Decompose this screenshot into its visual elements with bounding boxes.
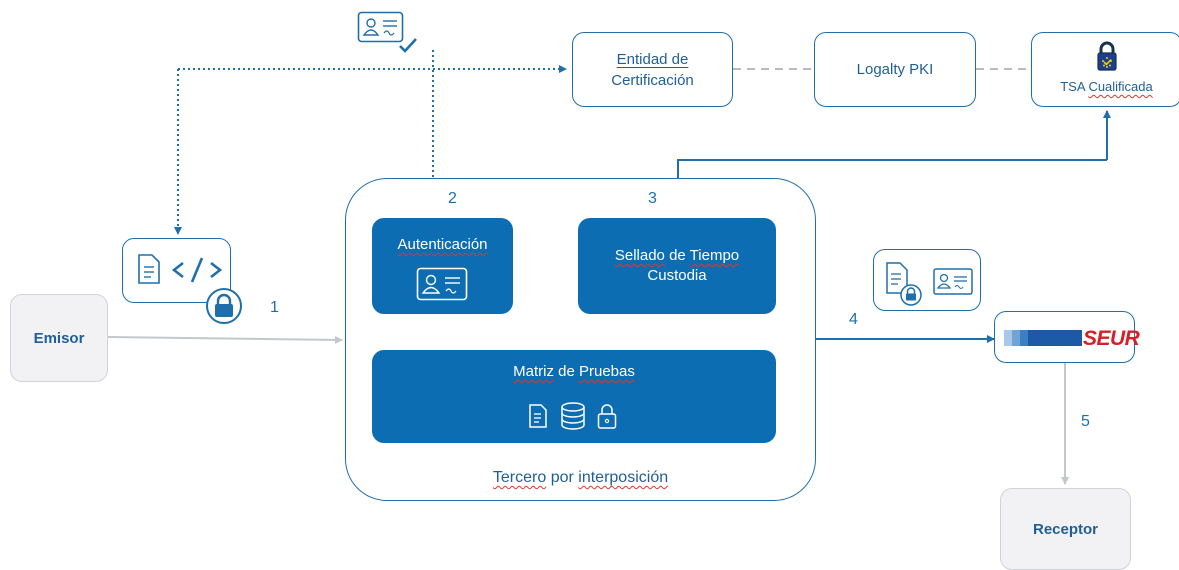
sellado-tiempo-label: Sellado de Tiempo xyxy=(614,247,740,264)
document-icon xyxy=(138,254,160,284)
sellado-tiempo-node: Sellado de Tiempo Custodia xyxy=(578,218,776,314)
seur-stripes xyxy=(1004,330,1082,346)
tsa-cualificada-node: TSA Cualificada xyxy=(1031,32,1179,107)
padlock-icon xyxy=(206,288,242,324)
link-emisor-tercero xyxy=(107,335,343,344)
certificate-check-icon xyxy=(357,11,417,53)
step-1-label: 1 xyxy=(270,299,279,316)
document-icon xyxy=(529,404,547,428)
locked-document-icon xyxy=(886,262,922,306)
seur-node: SEUR xyxy=(994,311,1140,363)
emisor-node: Emisor xyxy=(10,294,108,382)
receptor-label: Receptor xyxy=(1032,520,1099,538)
id-card-icon xyxy=(933,268,973,295)
matriz-pruebas-label: Matriz de Pruebas xyxy=(513,363,635,380)
seur-logo-text: SEUR xyxy=(1083,327,1140,350)
logalty-pki-label: Logalty PKI xyxy=(856,61,934,78)
tercero-por-interposicion-label: Tercero por interposición xyxy=(492,469,669,486)
entidad-certificacion-line2: Certificación xyxy=(611,71,694,89)
entidad-certificacion-node: Entidad de Certificación xyxy=(572,32,733,107)
eu-padlock-icon xyxy=(1097,41,1117,71)
step-2-label: 2 xyxy=(448,190,457,207)
emisor-label: Emisor xyxy=(33,329,85,347)
logalty-pki-node: Logalty PKI xyxy=(814,32,976,107)
custodia-label: Custodia xyxy=(647,267,707,284)
autenticacion-node: Autenticación xyxy=(372,218,513,314)
receptor-node: Receptor xyxy=(1000,488,1131,570)
id-card-icon xyxy=(416,267,468,301)
database-icon xyxy=(561,402,585,430)
step-3-label: 3 xyxy=(648,190,657,207)
code-icon xyxy=(171,257,223,283)
lock-icon xyxy=(597,404,617,429)
step-4-label: 4 xyxy=(849,311,858,328)
tsa-cualificada-label: TSA Cualificada xyxy=(1060,79,1153,94)
autenticacion-label: Autenticación xyxy=(397,236,488,253)
matriz-pruebas-node: Matriz de Pruebas xyxy=(372,350,776,443)
entidad-certificacion-line1: Entidad de xyxy=(616,50,689,68)
step-5-label: 5 xyxy=(1081,413,1090,430)
